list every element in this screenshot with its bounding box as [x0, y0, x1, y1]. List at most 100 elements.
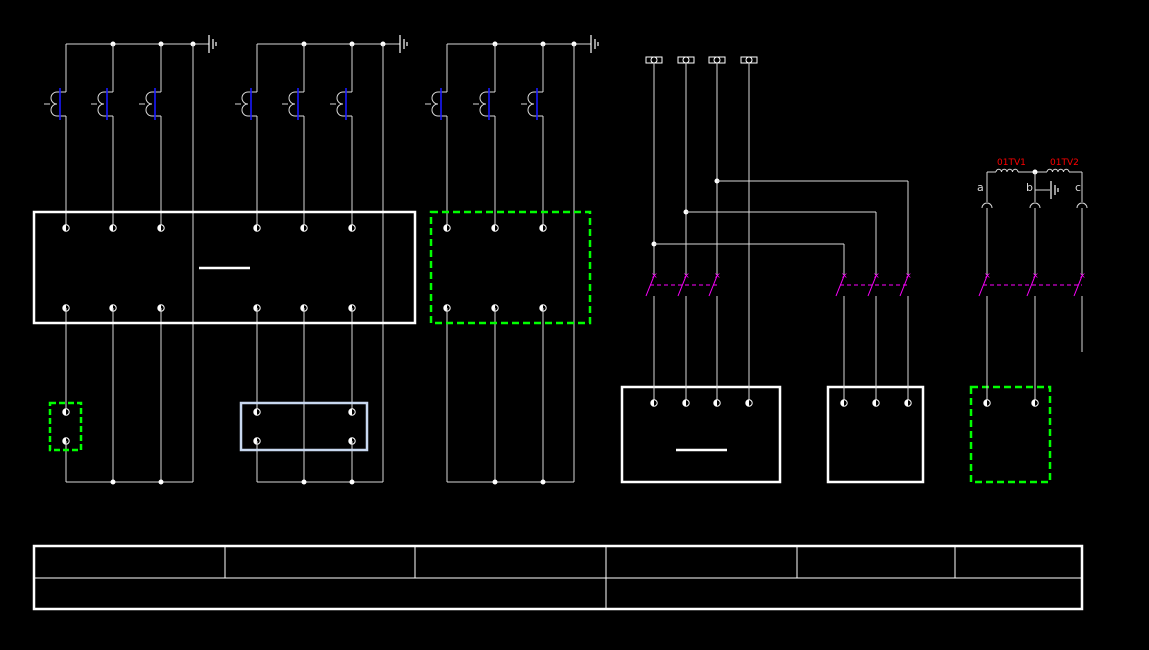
- meter-box-1: [620, 385, 782, 484]
- junction-dot: [301, 479, 307, 485]
- switch-contact-icon: ×: [978, 271, 991, 297]
- switch-mark: ×: [984, 271, 991, 280]
- switch-contact-icon: ×: [835, 271, 848, 297]
- highlight-box-3: [969, 385, 1052, 484]
- coil-winding: [479, 91, 495, 117]
- coil-winding: [527, 91, 543, 117]
- inductor-coil-icon: [473, 88, 495, 120]
- coil-winding: [241, 91, 257, 117]
- terminal-fill: [983, 399, 987, 407]
- inductor-coil-icon: [330, 88, 352, 120]
- switch-mark: ×: [651, 271, 658, 280]
- switch-blade: [899, 275, 909, 297]
- phase-b-label: b: [1026, 181, 1033, 194]
- terminal-fill: [253, 408, 257, 416]
- terminal-fill: [745, 399, 749, 407]
- terminal-fill: [109, 304, 113, 312]
- terminal-fill: [62, 408, 66, 416]
- inductor-coil-icon: [91, 88, 113, 120]
- switch-mark: ×: [905, 271, 912, 280]
- terminal-fill: [491, 304, 495, 312]
- terminal-lug-icon: [645, 56, 663, 64]
- lug-hole: [682, 56, 690, 64]
- terminal-fill: [157, 304, 161, 312]
- fuse-arc: [981, 202, 993, 209]
- terminal-fill: [62, 304, 66, 312]
- terminal-fill: [62, 437, 66, 445]
- ground-icon: [590, 35, 599, 53]
- terminal-lug-icon: [708, 56, 726, 64]
- switch-mark: ×: [841, 271, 848, 280]
- fuse-arc: [1076, 202, 1088, 209]
- title-block: [32, 544, 1084, 611]
- inductor-coil-icon: [44, 88, 66, 120]
- inductor-coil-icon: [1046, 166, 1070, 174]
- switch-blade: [1073, 275, 1083, 297]
- switch-contact-icon: ×: [867, 271, 880, 297]
- switch-mark: ×: [1032, 271, 1039, 280]
- tv2-label: 01TV2: [1050, 158, 1079, 168]
- terminal-fill: [840, 399, 844, 407]
- ground-icon: [399, 35, 408, 53]
- switch-blade: [1026, 275, 1036, 297]
- terminal-fill: [62, 224, 66, 232]
- fuse-arc: [1029, 202, 1041, 209]
- coil-winding: [995, 168, 1019, 173]
- terminal-fill: [300, 224, 304, 232]
- ground-icon: [208, 35, 217, 53]
- phase-a-label: a: [977, 181, 984, 194]
- inductor-coil-icon: [521, 88, 543, 120]
- terminal-fill: [491, 224, 495, 232]
- terminal-fill: [713, 399, 717, 407]
- pt-section: 01TV1 01TV2 a b c × × ×: [977, 158, 1088, 407]
- lug-hole: [745, 56, 753, 64]
- switch-blade: [677, 275, 687, 297]
- junction-dot: [110, 479, 116, 485]
- terminal-fill: [300, 304, 304, 312]
- switch-contact-icon: ×: [645, 271, 658, 297]
- switch-mark: ×: [683, 271, 690, 280]
- inductor-coil-icon: [139, 88, 161, 120]
- coil-winding: [431, 91, 447, 117]
- terminal-fill: [348, 408, 352, 416]
- lug-body: [708, 56, 726, 64]
- terminal-lug-icon: [740, 56, 758, 64]
- terminal-fill: [539, 304, 543, 312]
- lug-body: [677, 56, 695, 64]
- terminal-fill: [253, 304, 257, 312]
- ct-group-3: [425, 35, 599, 482]
- switch-blade: [867, 275, 877, 297]
- terminal-fill: [682, 399, 686, 407]
- inductor-coil-icon: [235, 88, 257, 120]
- phase-c-label: c: [1075, 181, 1081, 194]
- lug-body: [645, 56, 663, 64]
- ct-groups: [44, 35, 599, 485]
- junction-dot: [349, 479, 355, 485]
- terminal-fill: [348, 304, 352, 312]
- switch-mark: ×: [1079, 271, 1086, 280]
- switch-mark: ×: [714, 271, 721, 280]
- inductor-coil-icon: [425, 88, 447, 120]
- switch-contact-icon: ×: [1026, 271, 1039, 297]
- switch-blade: [708, 275, 718, 297]
- terminal-fill: [157, 224, 161, 232]
- switch-contact-icon: ×: [708, 271, 721, 297]
- terminal-fill: [1031, 399, 1035, 407]
- terminal-fill: [253, 224, 257, 232]
- switch-contact-icon: ×: [677, 271, 690, 297]
- terminal-lug-icon: [677, 56, 695, 64]
- junction-dot: [158, 479, 164, 485]
- terminal-fill: [904, 399, 908, 407]
- tv1-label: 01TV1: [997, 158, 1026, 168]
- relay-box-1: [32, 210, 417, 325]
- terminal-box-light: [239, 401, 369, 452]
- terminal-fill: [650, 399, 654, 407]
- coil-winding: [50, 91, 66, 117]
- inductor-coil-icon: [995, 166, 1019, 174]
- junction-dot: [540, 479, 546, 485]
- terminal-fill: [539, 224, 543, 232]
- lug-hole: [650, 56, 658, 64]
- terminal-fill: [443, 304, 447, 312]
